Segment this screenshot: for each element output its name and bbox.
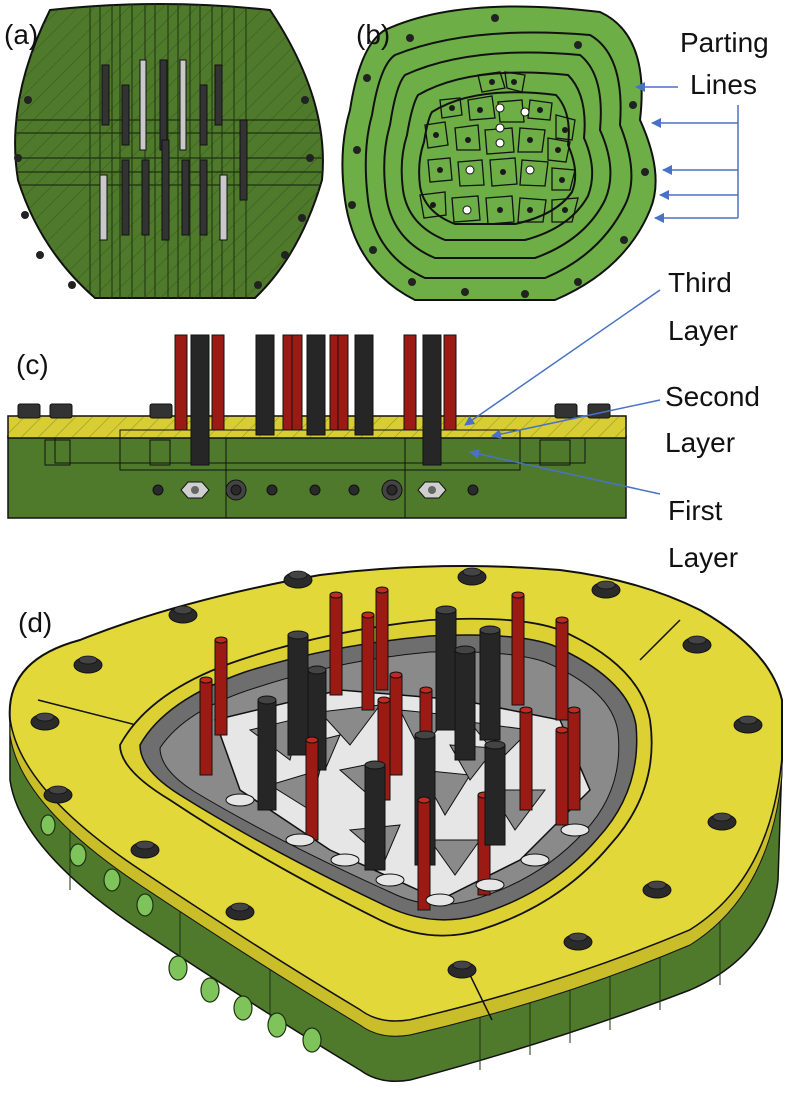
parting-lines-label-line1: Parting — [680, 27, 769, 58]
panel-b-parting-view — [341, 5, 657, 301]
second-layer-label-line1: Second — [665, 381, 760, 412]
second-layer-label-line2: Layer — [665, 427, 735, 458]
layer-callouts — [464, 289, 661, 495]
panel-c-side-view — [7, 334, 627, 519]
third-layer-label-line1: Third — [668, 267, 732, 298]
first-layer-label-line1: First — [668, 495, 723, 526]
third-layer-label-line2: Layer — [668, 315, 738, 346]
first-layer-label-line2: Layer — [668, 542, 738, 573]
panel-a-label: (a) — [4, 19, 38, 50]
panel-d-label: (d) — [18, 607, 52, 638]
panel-c-label: (c) — [16, 349, 49, 380]
panel-d-isometric-view — [8, 565, 783, 1082]
parting-lines-label-line2: Lines — [690, 69, 757, 100]
panel-a-section-view — [14, 3, 324, 299]
panel-b-label: (b) — [356, 19, 390, 50]
parting-lines-callout — [635, 82, 739, 223]
